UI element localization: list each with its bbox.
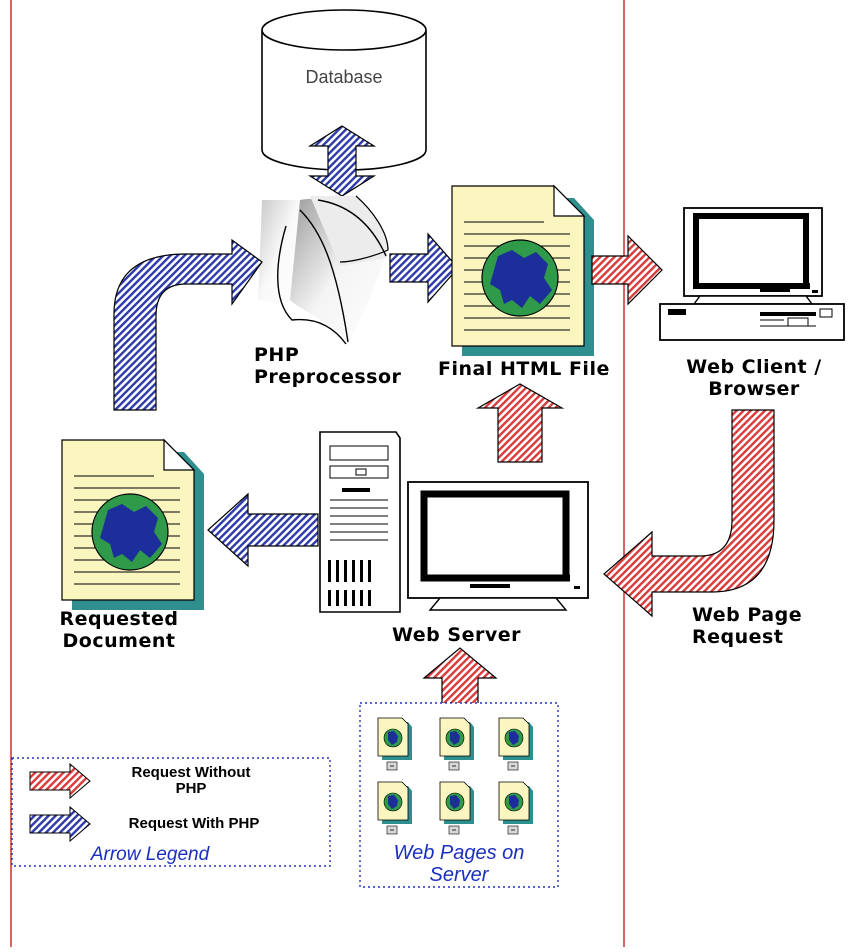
html-to-client-arrow-icon — [591, 234, 663, 306]
php-to-html-arrow-icon — [389, 232, 459, 304]
legend-red-arrow-icon — [29, 762, 91, 800]
legend-without-php-label: Request Without — [131, 764, 251, 781]
requested-document-icon — [61, 439, 205, 611]
legend-without-php-label-2: PHP — [175, 780, 207, 797]
legend-blue-arrow-icon — [29, 805, 91, 843]
web-page-request-arrow-icon — [603, 409, 775, 618]
web-client-label: Web Client / — [686, 356, 822, 378]
document-label: Document — [62, 630, 176, 652]
legend-title: Arrow Legend — [90, 844, 210, 865]
web-server-tower-icon — [319, 431, 401, 613]
database-cylinder-icon — [261, 9, 427, 171]
browser-label: Browser — [708, 378, 800, 400]
web-server-monitor-icon — [407, 481, 589, 611]
pages-to-server-arrow-icon — [422, 647, 498, 705]
web-page-label: Web Page — [692, 604, 803, 626]
server-label: Server — [429, 864, 489, 886]
server-to-html-arrow-icon — [475, 383, 565, 463]
web-pages-on-label: Web Pages on — [393, 842, 525, 864]
web-server-label: Web Server — [392, 624, 521, 646]
requested-label: Requested — [59, 608, 179, 630]
final-html-file-icon — [451, 185, 595, 357]
document-to-php-arrow-icon — [113, 238, 263, 411]
web-client-computer-icon — [659, 207, 845, 341]
database-label: Database — [305, 67, 383, 87]
request-label: Request — [692, 626, 784, 648]
legend-with-php-label: Request With PHP — [128, 815, 260, 832]
php-label: PHP — [254, 344, 300, 366]
final-html-file-label: Final HTML File — [438, 358, 610, 380]
server-to-document-arrow-icon — [207, 492, 319, 568]
preprocessor-label: Preprocessor — [254, 366, 402, 388]
php-preprocessor-icon — [258, 195, 389, 345]
